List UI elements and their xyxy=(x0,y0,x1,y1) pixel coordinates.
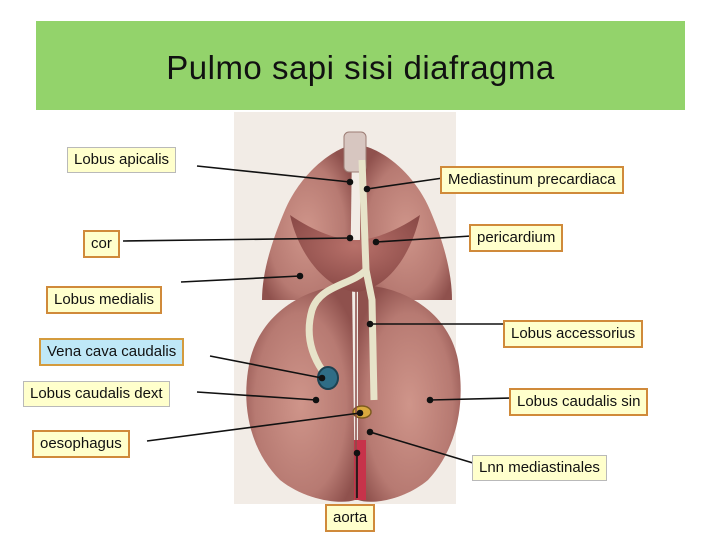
label-lobus-caudalis-sin: Lobus caudalis sin xyxy=(509,388,649,416)
title-band: Pulmo sapi sisi diafragma xyxy=(36,21,685,110)
label-pericardium: pericardium xyxy=(469,224,564,252)
leader-oesophagus xyxy=(146,412,361,442)
page-title: Pulmo sapi sisi diafragma xyxy=(166,49,555,86)
leader-caudalis-dext xyxy=(196,391,317,401)
leader-lobus-medialis xyxy=(180,275,301,283)
caudal-lobe-right xyxy=(246,285,355,502)
vessel-trunk xyxy=(305,159,370,372)
label-lobus-apicalis: Lobus apicalis xyxy=(67,147,177,173)
label-cor: cor xyxy=(83,230,120,258)
label-mediastinum-precardiaca: Mediastinum precardiaca xyxy=(440,166,624,194)
label-lnn-mediastinales: Lnn mediastinales xyxy=(472,455,607,481)
label-lobus-medialis: Lobus medialis xyxy=(46,286,163,314)
leader-lnn xyxy=(369,431,474,464)
leader-cor xyxy=(122,237,351,242)
leader-caudalis-sin xyxy=(429,397,513,401)
leader-pericardium xyxy=(375,235,472,243)
label-oesophagus: oesophagus xyxy=(32,430,130,458)
caudal-lobe-left xyxy=(358,285,461,502)
leader-vena-cava xyxy=(209,355,323,379)
label-lobus-caudalis-dext: Lobus caudalis dext xyxy=(23,381,170,407)
label-lobus-accessorius: Lobus accessorius xyxy=(503,320,644,348)
label-aorta: aorta xyxy=(325,504,376,532)
leader-mediastinum xyxy=(366,177,444,190)
leader-lobus-apicalis xyxy=(196,165,351,183)
heart-region xyxy=(290,215,420,292)
label-vena-cava-caudalis: Vena cava caudalis xyxy=(39,338,185,366)
vessel-trunk-2 xyxy=(362,269,378,401)
